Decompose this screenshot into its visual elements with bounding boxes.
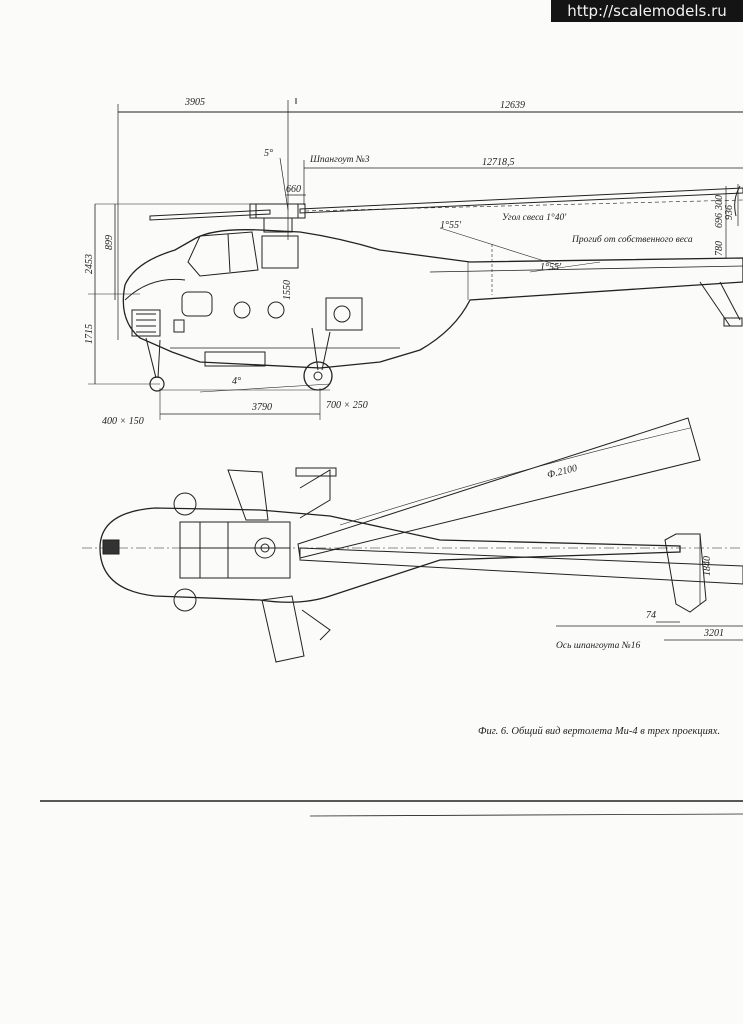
round-window xyxy=(333,305,351,323)
angle-line xyxy=(439,227,561,267)
rotor-mast xyxy=(263,217,293,233)
figure-caption: Фиг. 6. Общий вид вертолета Ми-4 в трех … xyxy=(478,726,720,737)
angle-line xyxy=(529,261,601,273)
tail-boom-line xyxy=(429,265,743,273)
rotor-dia-label: Ф.2100 xyxy=(546,463,578,481)
dim-12639: 12639 xyxy=(500,100,525,111)
rotor-blade-right xyxy=(299,187,743,214)
rotor-dia-line xyxy=(339,427,691,526)
belly-panel xyxy=(204,351,266,367)
frame-16-label: Ось шпангоута №16 xyxy=(556,641,640,651)
dim-12718: 12718,5 xyxy=(482,157,515,168)
dim-780: 780 xyxy=(714,241,725,256)
cockpit-frame xyxy=(227,233,231,273)
tilt-line xyxy=(279,157,289,211)
cabin-door xyxy=(325,297,363,331)
stabilizer xyxy=(664,533,707,613)
outrigger-top xyxy=(299,469,331,519)
main-wheel-hub xyxy=(313,371,323,381)
dim-4deg: 4° xyxy=(232,376,241,387)
dim-3905: 3905 xyxy=(184,97,205,108)
top-view xyxy=(82,417,743,663)
dim-3201: 3201 xyxy=(703,628,724,639)
small-panel xyxy=(173,319,185,333)
dim-300: 300 xyxy=(714,195,725,211)
dim-1deg55-a: 1°55' xyxy=(440,220,462,231)
frame-3-label: Шпангоут №3 xyxy=(309,155,370,165)
dim-1840: 1840 xyxy=(702,556,713,576)
angle-4-line xyxy=(199,383,331,393)
nose-line xyxy=(124,278,186,301)
outrigger-bottom xyxy=(301,609,331,641)
dim-3790: 3790 xyxy=(251,402,272,413)
rotor-blade-left xyxy=(149,209,271,221)
rotor-blade-bottom xyxy=(261,595,305,663)
labels: 3905 12639 12718,5 5° Шпангоут №3 660 Уг… xyxy=(84,97,735,737)
rotor-blade-long xyxy=(297,417,701,559)
main-wheel xyxy=(303,361,333,391)
rotor-blade-aft xyxy=(299,547,743,585)
dim-2453: 2453 xyxy=(84,254,95,274)
dim-74: 74 xyxy=(646,610,656,621)
rotor-hub-center xyxy=(260,543,270,553)
rotor-blade-top xyxy=(227,469,269,521)
main-gear-strut xyxy=(311,327,319,371)
blister xyxy=(173,588,197,612)
dim-1deg55-b: 1°55' xyxy=(540,262,562,273)
wheel-plan xyxy=(295,467,337,477)
round-window xyxy=(267,301,285,319)
separator-line-2 xyxy=(309,813,743,817)
tail-skid xyxy=(723,317,743,327)
dim-1715: 1715 xyxy=(84,324,95,344)
dim-1550: 1550 xyxy=(282,280,293,300)
side-hatch xyxy=(181,291,213,317)
blister xyxy=(173,492,197,516)
fuselage-plan xyxy=(99,507,681,603)
rotor-hub-plan xyxy=(254,537,276,559)
cabin-framing xyxy=(179,521,291,579)
cockpit-glazing xyxy=(187,231,259,277)
round-window xyxy=(233,301,251,319)
tail-strut xyxy=(719,281,741,321)
side-view xyxy=(88,98,743,420)
blade-droop-line xyxy=(304,199,743,212)
droop-label: Прогиб от собственного веса xyxy=(571,234,693,245)
tail-rotor-arc xyxy=(734,185,741,217)
nose-grille xyxy=(131,309,161,337)
dim-660: 660 xyxy=(286,184,301,195)
nose-intake xyxy=(102,539,120,555)
blade-angle-label: Угол свеса 1°40' xyxy=(502,212,567,223)
dim-936: 936 xyxy=(724,205,735,220)
wheel-main-label: 700 × 250 xyxy=(326,400,368,411)
wheel-nose-label: 400 × 150 xyxy=(102,416,144,427)
dim-696: 696 xyxy=(714,213,725,228)
dim-899: 899 xyxy=(104,235,115,250)
fuselage-outline xyxy=(122,229,743,369)
nose-gear-strut xyxy=(145,337,157,379)
nose-gear-strut xyxy=(157,339,161,379)
cabin-window xyxy=(261,235,299,269)
dim-5deg: 5° xyxy=(264,148,273,159)
watermark[interactable]: http://scalemodels.ru xyxy=(551,0,743,22)
tail-strut xyxy=(699,281,731,327)
